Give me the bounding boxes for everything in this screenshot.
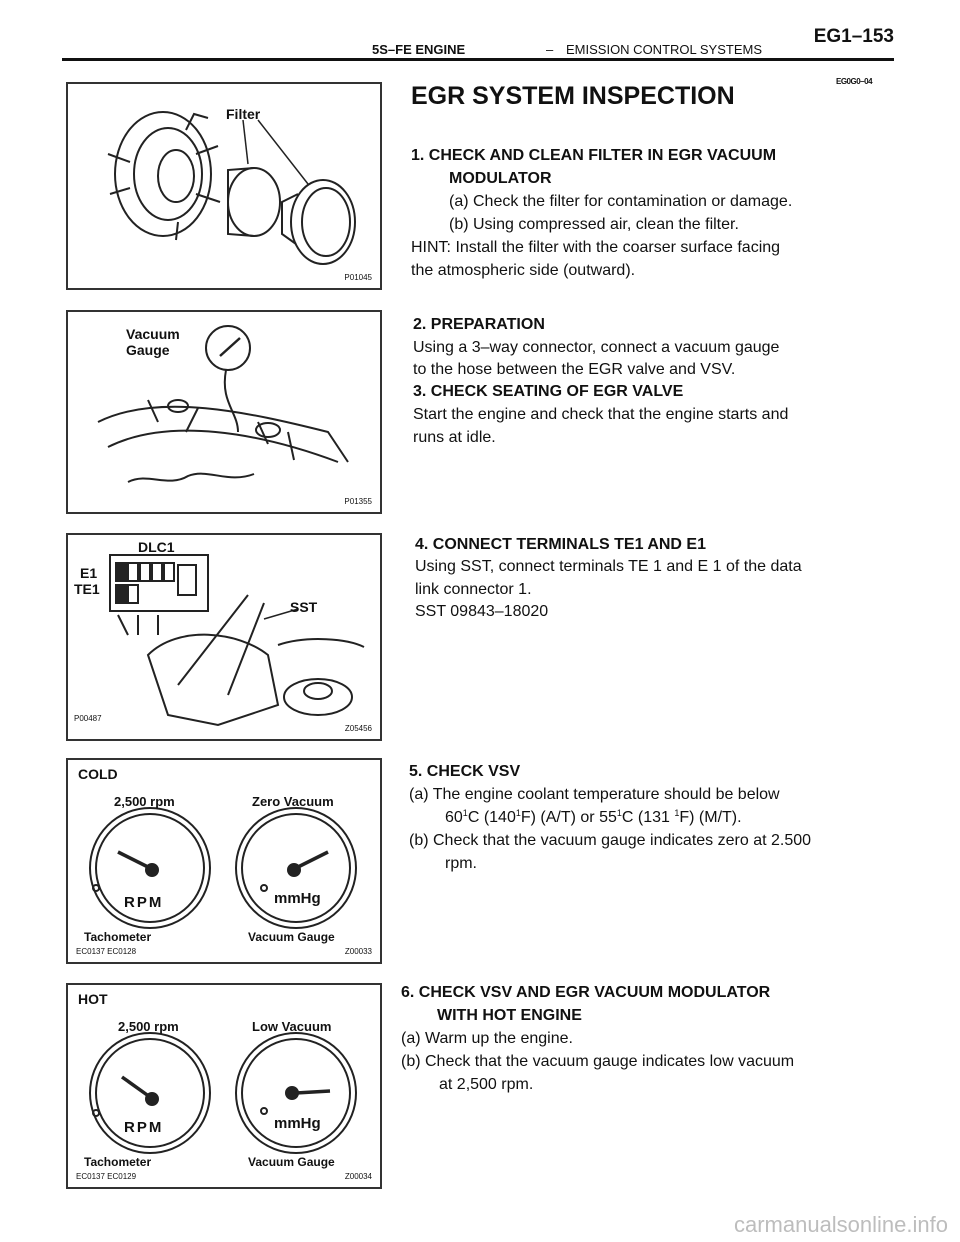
step-3-line2: runs at idle. <box>413 429 496 446</box>
vacuum-gauge-illustration <box>97 325 349 483</box>
step-6-heading-cont: WITH HOT ENGINE <box>437 1007 582 1024</box>
step-5-heading: 5. CHECK VSV <box>409 763 521 780</box>
dlc1-illustration <box>109 554 365 727</box>
degree-symbol: 1 <box>462 808 468 818</box>
label-dlc1: DLC1 <box>138 539 175 555</box>
caption-vacuum-gauge: Vacuum Gauge <box>248 930 335 944</box>
degree-symbol: 1 <box>616 808 622 818</box>
temp-text: F) (M/T). <box>679 809 742 826</box>
watermark: carmanualsonline.info <box>733 1212 948 1237</box>
caption-tachometer: Tachometer <box>84 1155 152 1169</box>
step-1-heading-cont: MODULATOR <box>449 170 552 187</box>
page-header: 5S–FE ENGINE – EMISSION CONTROL SYSTEMS … <box>62 22 894 62</box>
section-code-mark: EG0G0–04 <box>836 77 873 86</box>
figure-hot-gauges: HOT 2,500 rpm Low Vacuum RPM mmHg Tachom… <box>66 983 382 1189</box>
temp-text: C (140 <box>467 809 516 826</box>
step-1-b: (b) Using compressed air, clean the filt… <box>449 216 739 233</box>
cold-gauges-illustration <box>89 807 357 929</box>
step-1-hint-line1: HINT: Install the filter with the coarse… <box>411 239 781 256</box>
figure-code-left: P00487 <box>74 714 102 723</box>
page-title: EGR SYSTEM INSPECTION <box>411 82 735 110</box>
figure-dlc1: DLC1 E1 TE1 SST P00487 Z05456 <box>66 533 382 741</box>
header-section: 5S–FE ENGINE <box>372 42 466 57</box>
label-rpm: 2,500 rpm <box>118 1019 179 1034</box>
temp-text: C (131 <box>621 809 675 826</box>
step-4-sst: SST 09843–18020 <box>415 603 549 620</box>
label-sst: SST <box>290 599 318 615</box>
step-1-a: (a) Check the filter for contamination o… <box>449 193 793 210</box>
label-filter: Filter <box>226 106 261 122</box>
step-4-line1: Using SST, connect terminals TE 1 and E … <box>415 558 802 575</box>
dial-label-mmhg: mmHg <box>274 890 321 907</box>
figure-code-left: EC0137 EC0129 <box>76 1172 137 1181</box>
step-1-heading: 1. CHECK AND CLEAN FILTER IN EGR VACUUM <box>411 147 777 164</box>
step-5-a-line1: (a) The engine coolant temperature shoul… <box>409 786 780 803</box>
header-dash: – <box>546 42 554 57</box>
dial-label-rpm: RPM <box>124 1119 164 1136</box>
figure-code-left: EC0137 EC0128 <box>76 947 137 956</box>
label-gauge: Gauge <box>126 342 170 358</box>
step-6-b-line1: (b) Check that the vacuum gauge indicate… <box>401 1053 795 1070</box>
label-state: HOT <box>78 991 108 1007</box>
step-1-hint-line2: the atmospheric side (outward). <box>411 262 636 279</box>
step-2-line1: Using a 3–way connector, connect a vacuu… <box>413 339 780 356</box>
step-5-b-line2: rpm. <box>445 855 477 872</box>
step-4-line2: link connector 1. <box>415 581 532 598</box>
header-rule <box>62 58 894 61</box>
hot-gauges-illustration <box>89 1032 357 1154</box>
degree-symbol: 1 <box>515 808 521 818</box>
label-te1: TE1 <box>74 581 100 597</box>
label-vacuum: Vacuum <box>126 326 180 342</box>
filter-illustration <box>107 111 356 265</box>
figure-code: P01045 <box>344 273 372 282</box>
caption-vacuum-gauge: Vacuum Gauge <box>248 1155 335 1169</box>
step-4-heading: 4. CONNECT TERMINALS TE1 AND E1 <box>415 536 706 553</box>
figure-code: P01355 <box>344 497 372 506</box>
label-e1: E1 <box>80 565 98 581</box>
step-5-a-line2: 601C (1401F) (A/T) or 551C (131 1F) (M/T… <box>445 806 742 831</box>
figure-cold-gauges: COLD 2,500 rpm Zero Vacuum RPM mmHg Tach… <box>66 758 382 964</box>
step-2-heading: 2. PREPARATION <box>413 316 545 333</box>
figure-code-right: Z00034 <box>344 1172 372 1181</box>
figure-code-right: Z00033 <box>344 947 372 956</box>
step-3-heading: 3. CHECK SEATING OF EGR VALVE <box>413 383 684 400</box>
temp-text: 60 <box>445 809 463 826</box>
figure-vacuum-gauge: Vacuum Gauge P01355 <box>66 310 382 514</box>
dial-label-mmhg: mmHg <box>274 1115 321 1132</box>
step-6-heading: 6. CHECK VSV AND EGR VACUUM MODULATOR <box>401 984 771 1001</box>
step-6-a: (a) Warm up the engine. <box>401 1030 573 1047</box>
header-subsection: EMISSION CONTROL SYSTEMS <box>566 42 762 57</box>
step-3-line1: Start the engine and check that the engi… <box>413 406 789 423</box>
degree-symbol: 1 <box>674 808 680 818</box>
figure-code-right: Z05456 <box>344 724 372 733</box>
step-2-line2: to the hose between the EGR valve and VS… <box>413 361 736 378</box>
dial-label-rpm: RPM <box>124 894 164 911</box>
label-state: COLD <box>78 766 118 782</box>
temp-text: F) (A/T) or 55 <box>520 809 617 826</box>
label-vacuum-state: Low Vacuum <box>252 1019 332 1034</box>
label-rpm: 2,500 rpm <box>114 794 175 809</box>
step-6-b-line2: at 2,500 rpm. <box>439 1076 534 1093</box>
caption-tachometer: Tachometer <box>84 930 152 944</box>
step-5-b-line1: (b) Check that the vacuum gauge indicate… <box>409 832 812 849</box>
page-number: EG1–153 <box>813 26 894 47</box>
figure-filter: Filter P01045 <box>66 82 382 290</box>
label-vacuum-state: Zero Vacuum <box>252 794 334 809</box>
